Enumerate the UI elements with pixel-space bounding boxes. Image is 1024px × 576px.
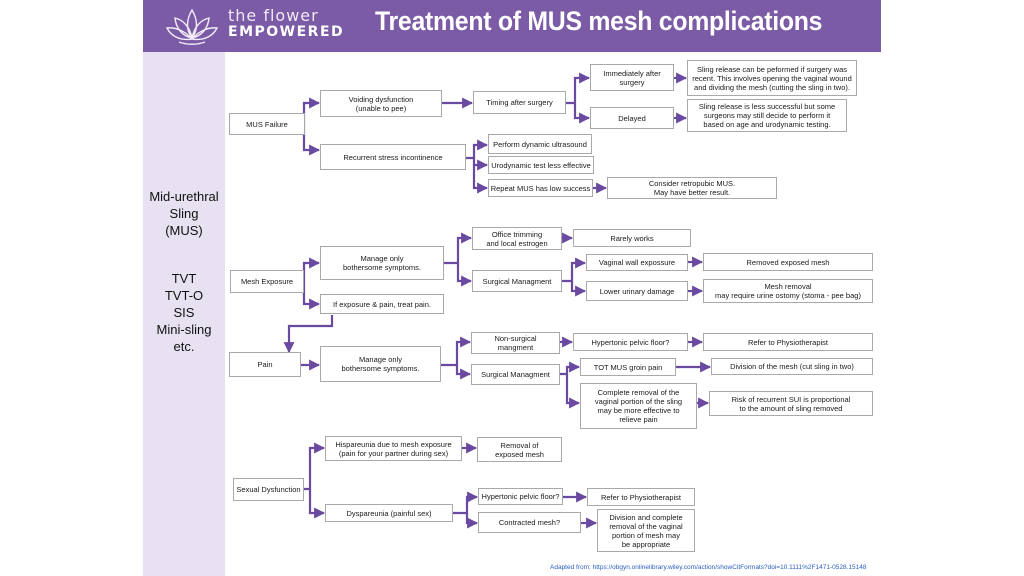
lotus-flower-icon xyxy=(165,8,219,45)
node-voiding-dysfunction: Voiding dysfunction (unable to pee) xyxy=(320,90,442,117)
node-if-exposure-pain: If exposure & pain, treat pain. xyxy=(320,294,444,314)
node-sling-release-delayed: Sling release is less successful but som… xyxy=(687,99,847,132)
node-surgical-management-1: Surgical Managment xyxy=(472,270,562,292)
node-hypertonic-pelvic-floor-1: Hypertonic pelvic floor? xyxy=(573,333,688,351)
node-removal-exposed-mesh: Removal of exposed mesh xyxy=(477,437,562,462)
sidebar-sling-types: TVT TVT-O SIS Mini-sling etc. xyxy=(156,271,212,354)
node-recurrent-stress-incontinence: Recurrent stress incontinence xyxy=(320,144,466,170)
node-sling-release-recent: Sling release can be peformed if surgery… xyxy=(687,60,857,96)
node-manage-only-bothersome-1: Manage only bothersome symptoms. xyxy=(320,246,444,280)
sidebar-title: Mid-urethral Sling (MUS) xyxy=(149,189,219,238)
node-hypertonic-pelvic-floor-2: Hypertonic pelvic floor? xyxy=(478,488,563,505)
node-refer-physiotherapist-1: Refer to Physiotherapist xyxy=(703,333,873,351)
node-rarely-works: Rarely works xyxy=(573,229,691,247)
logo-text-line2: EMPOWERED xyxy=(228,24,345,40)
node-delayed: Delayed xyxy=(590,107,674,129)
node-pain: Pain xyxy=(229,352,301,377)
node-dyspareunia: Dyspareunia (painful sex) xyxy=(325,504,453,522)
sidebar-panel: Mid-urethral Sling (MUS) TVT TVT-O SIS M… xyxy=(143,52,225,576)
node-removed-exposed-mesh: Removed exposed mesh xyxy=(703,253,873,271)
node-tot-mus-groin-pain: TOT MUS groin pain xyxy=(580,358,676,376)
node-mus-failure: MUS Failure xyxy=(229,113,305,135)
node-urodynamic-test: Urodynamic test less effective xyxy=(488,156,594,174)
header-banner: the flower EMPOWERED Treatment of MUS me… xyxy=(143,0,881,52)
node-non-surgical-management: Non-surgical mangment xyxy=(471,332,560,354)
node-repeat-mus: Repeat MUS has low success xyxy=(488,179,593,197)
node-timing-after-surgery: Timing after surgery xyxy=(473,91,566,114)
node-risk-recurrent-sui: Risk of recurrent SUI is proportional to… xyxy=(709,391,873,416)
node-consider-retropubic: Consider retropubic MUS. May have better… xyxy=(607,177,777,199)
node-immediately-after-surgery: Immediately after surgery xyxy=(590,64,674,91)
node-perform-dynamic-ultrasound: Perform dynamic ultrasound xyxy=(488,134,592,154)
page-title: Treatment of MUS mesh complications xyxy=(375,6,823,36)
node-office-trimming: Office trimming and local estrogen xyxy=(472,227,562,250)
node-manage-only-bothersome-2: Manage only bothersome symptoms. xyxy=(320,346,441,382)
node-refer-physiotherapist-2: Refer to Physiotherapist xyxy=(587,488,695,506)
logo-text-line1: the flower xyxy=(228,6,319,25)
node-complete-removal: Complete removal of the vaginal portion … xyxy=(580,383,697,429)
node-mesh-removal: Mesh removal may require urine ostomy (s… xyxy=(703,279,873,303)
node-surgical-management-2: Surgical Managment xyxy=(471,364,560,385)
node-lower-urinary-damage: Lower urinary damage xyxy=(586,281,688,301)
node-vaginal-wall-exposure: Vaginal wall expossure xyxy=(586,254,688,271)
node-division-complete-removal: Division and complete removal of the vag… xyxy=(597,509,695,552)
source-link[interactable]: Adapted from: https://obgyn.onlinelibrar… xyxy=(550,564,867,571)
node-mesh-exposure: Mesh Exposure xyxy=(230,270,304,293)
node-sexual-dysfunction: Sexual Dysfunction xyxy=(233,478,304,501)
node-hispareunia: Hispareunia due to mesh exposure (pain f… xyxy=(325,436,462,461)
node-division-of-mesh: Division of the mesh (cut sling in two) xyxy=(711,358,873,375)
node-contracted-mesh: Contracted mesh? xyxy=(478,512,581,533)
